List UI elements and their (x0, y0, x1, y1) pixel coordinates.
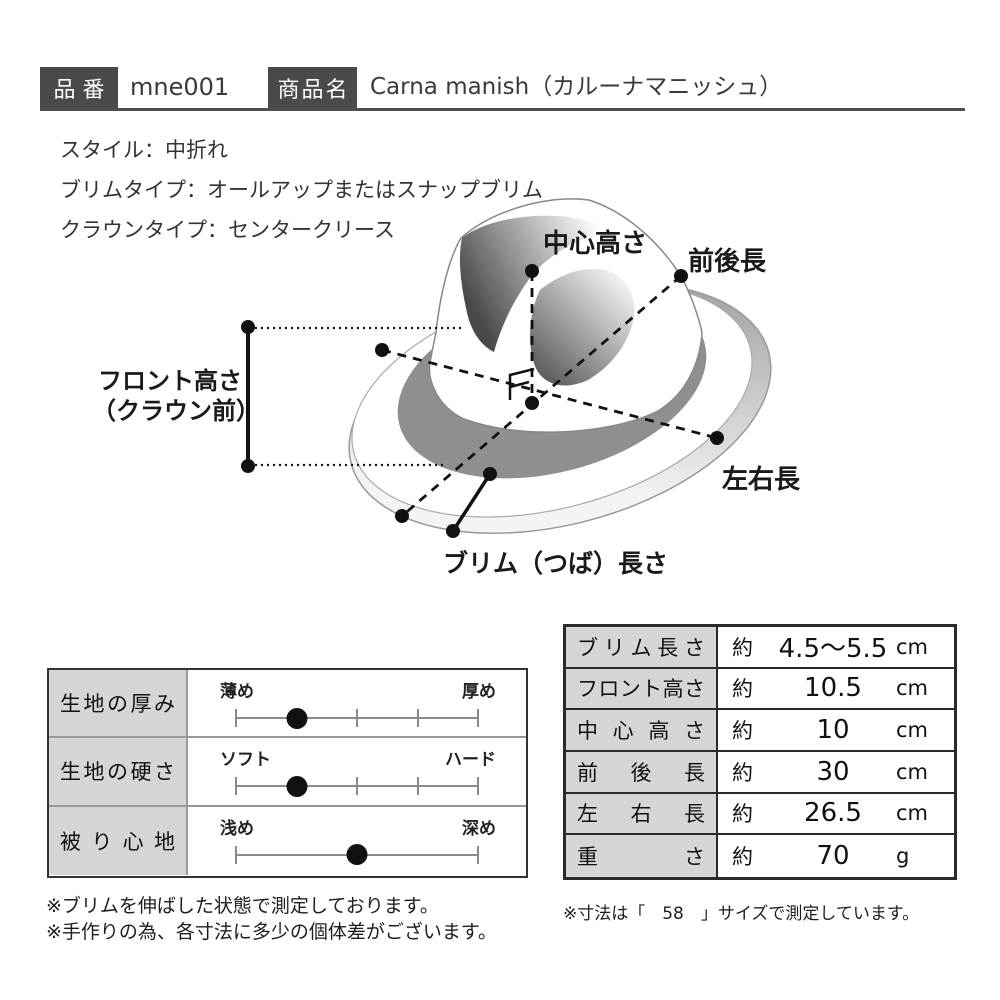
fabric-row-label: 生地の硬さ (60, 760, 175, 785)
scale-track (235, 707, 479, 729)
size-row: ブリム長さ 約 4.5～5.5 cm (566, 627, 954, 669)
size-row: 前後長 約 30 cm (566, 752, 954, 794)
front-back-line (401, 274, 682, 518)
scale-track (235, 775, 479, 797)
size-unit: g (896, 844, 910, 869)
label-brim-length: ブリム（つば）長さ (443, 549, 668, 578)
label-left-right-length: 左右長 (722, 465, 801, 495)
size-row-label: 重さ (577, 845, 705, 870)
fabric-row-fit: 被り心地 浅め 深め (49, 806, 526, 875)
size-unit: cm (896, 718, 929, 743)
scale-min-label: ソフト (220, 750, 271, 771)
size-row: 重さ 約 70 g (566, 835, 954, 877)
label-center-height: 中心高さ (543, 228, 647, 259)
hat-drawing (348, 198, 772, 534)
label-front-back-length: 前後長 (688, 246, 767, 277)
product-name-value: Carna manish（カルーナマニッシュ） (370, 74, 783, 100)
fabric-property-table: 生地の厚み 薄め 厚め 生地の硬さ ソフト ハード 被り心地 浅め 深め (47, 668, 528, 878)
scale-max-label: ハード (445, 750, 496, 771)
part-number-tag: 品番 (40, 67, 118, 108)
note-handmade: ※手作りの為、各寸法に多少の個体差がございます。 (46, 921, 498, 943)
size-table: ブリム長さ 約 4.5～5.5 cm フロント高さ 約 10.5 cm 中心高さ… (563, 624, 957, 880)
note-size-basis: ※寸法は「 58 」サイズで測定しています。 (563, 904, 920, 924)
size-row-label: 中心高さ (577, 719, 705, 744)
size-value: 70 (816, 841, 850, 872)
size-row-label: 前後長 (577, 760, 705, 785)
size-row: フロント高さ 約 10.5 cm (566, 668, 954, 711)
note-measure-condition: ※ブリムを伸ばした状態で測定しております。 (46, 895, 439, 917)
spec-style: スタイル：中折れ (60, 138, 228, 162)
part-number-value: mne001 (130, 73, 230, 101)
fabric-row-stiffness: 生地の硬さ ソフト ハード (49, 738, 526, 807)
approx-prefix: 約 (732, 845, 753, 870)
size-row-label: フロント高さ (577, 677, 705, 702)
approx-prefix: 約 (732, 719, 753, 744)
fabric-row-label: 被り心地 (60, 829, 175, 854)
crown-crease-left (459, 215, 608, 352)
header-rule (40, 108, 965, 111)
scale-track (235, 844, 479, 866)
approx-prefix: 約 (732, 677, 753, 702)
size-value: 10.5 (804, 673, 862, 704)
spec-brim-type: ブリムタイプ：オールアップまたはスナップブリム (60, 178, 543, 202)
size-value: 4.5～5.5 (778, 634, 888, 665)
approx-prefix: 約 (732, 760, 753, 785)
hat-diagram: 中心高さ 前後長 左右長 ブリム（つば）長さ (241, 198, 801, 578)
size-unit: cm (896, 676, 929, 701)
product-name-tag: 商品名 (268, 67, 357, 108)
size-row: 左右長 約 26.5 cm (566, 793, 954, 836)
scale-max-label: 深め (462, 818, 496, 839)
size-unit: cm (896, 634, 929, 659)
fabric-row-label: 生地の厚み (60, 692, 175, 717)
right-angle-mark (508, 367, 535, 400)
scale-min-label: 薄め (220, 682, 254, 702)
size-row: 中心高さ 約 10 cm (566, 710, 954, 752)
scale-min-label: 浅め (220, 818, 254, 839)
size-row-label: ブリム長さ (577, 635, 705, 660)
measurement-lines (246, 272, 718, 532)
label-front-height: フロント高さ （クラウン前） (92, 367, 260, 425)
left-right-line (381, 348, 718, 440)
size-value: 26.5 (804, 798, 862, 829)
size-row-label: 左右長 (577, 802, 705, 827)
crown-crease-center (530, 268, 635, 386)
notes-left: ※ブリムを伸ばした状態で測定しております。 ※手作りの為、各寸法に多少の個体差が… (46, 893, 497, 945)
fabric-row-thickness: 生地の厚み 薄め 厚め (49, 670, 526, 739)
size-unit: cm (896, 759, 929, 784)
scale-max-label: 厚め (462, 682, 496, 702)
approx-prefix: 約 (732, 635, 753, 660)
size-value: 30 (816, 756, 850, 787)
approx-prefix: 約 (732, 802, 753, 827)
size-value: 10 (816, 715, 850, 746)
measurement-dots (241, 264, 724, 538)
size-unit: cm (896, 801, 929, 826)
brim-length-line (451, 473, 492, 532)
spec-crown-type: クラウンタイプ：センタークリース (60, 218, 395, 242)
